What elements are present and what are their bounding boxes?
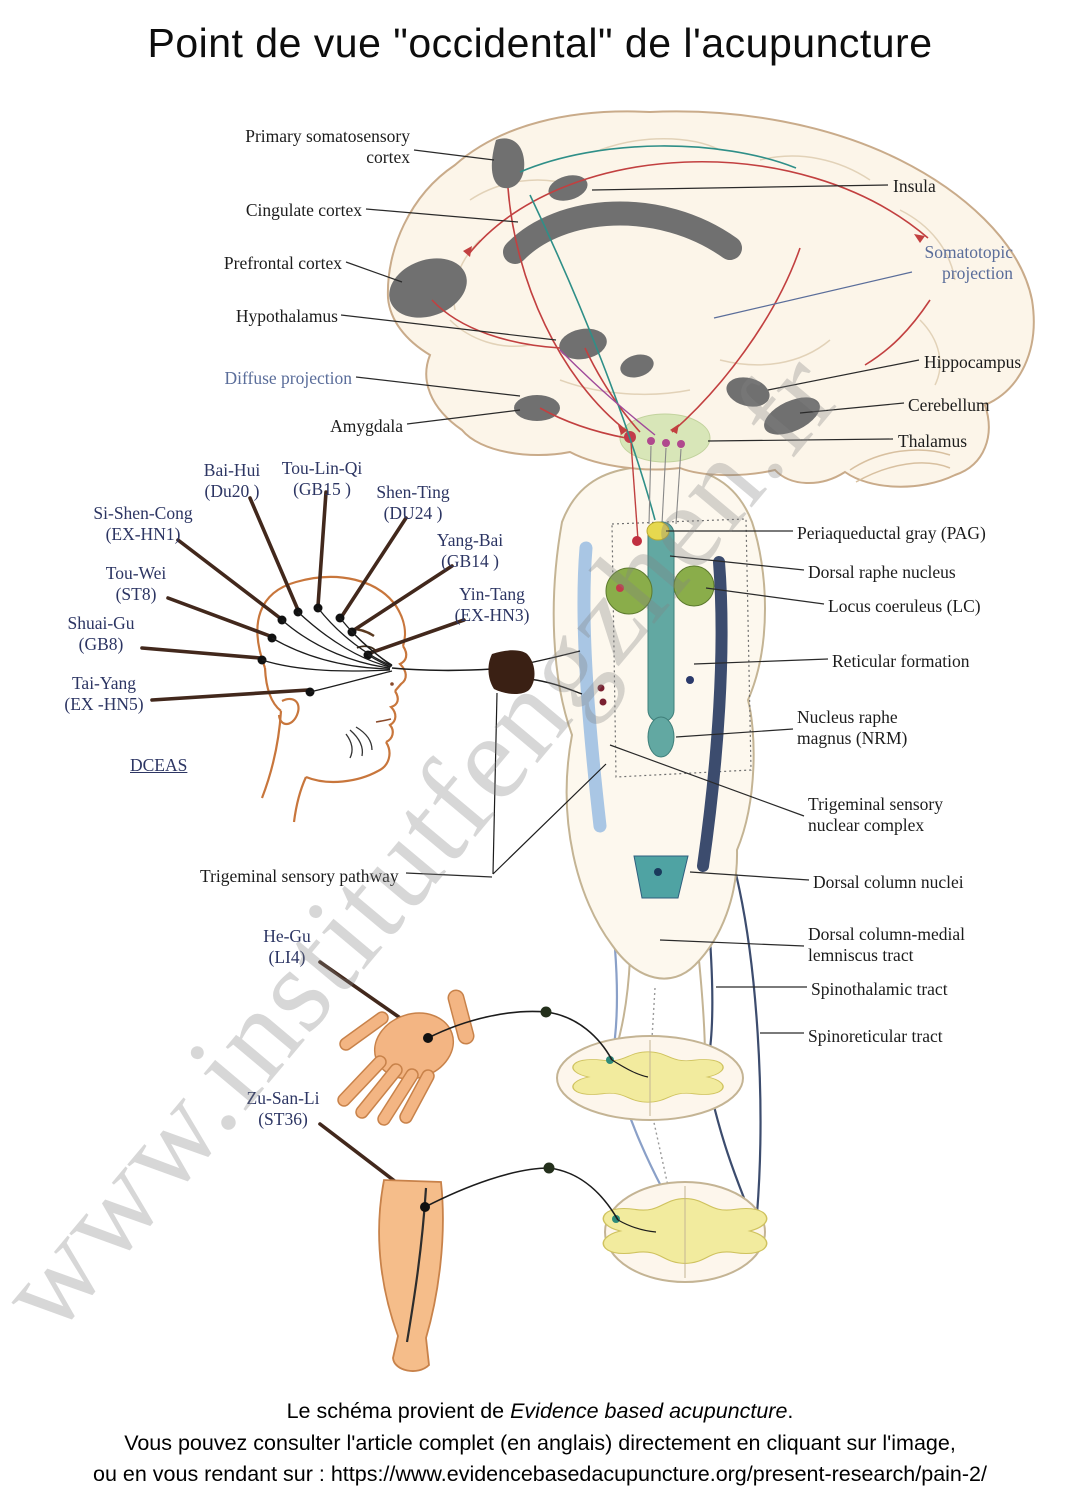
cingulate-region <box>503 201 742 264</box>
gyri-lines <box>449 138 956 483</box>
hand-illustration <box>337 989 475 1126</box>
raphe-column <box>647 521 675 723</box>
cerebellum-region <box>764 397 820 435</box>
left-green-nucleus <box>605 567 653 615</box>
spinal-cord-sections <box>556 1035 768 1283</box>
page-title: Point de vue "occidental" de l'acupunctu… <box>147 20 933 66</box>
leader-lines <box>340 149 920 1034</box>
right-green-nucleus <box>673 565 715 607</box>
article-url[interactable]: https://www.evidencebasedacupuncture.org… <box>330 1461 987 1486</box>
brain-outline <box>386 110 1035 488</box>
lemniscus-column <box>697 556 728 872</box>
ear <box>277 697 300 726</box>
nerve-whiskers <box>345 726 373 759</box>
spinothalamic-column <box>577 541 607 833</box>
brain-pathway-lines <box>431 145 931 521</box>
mouth <box>375 718 392 723</box>
hypothalamus-region <box>559 328 607 360</box>
thalamus-region <box>619 413 711 463</box>
afferent-connectors <box>420 1006 657 1233</box>
leg-illustration <box>378 1179 444 1372</box>
brainstem-structures <box>577 442 752 899</box>
caption-line-3: ou en vous rendant sur : https://www.evi… <box>93 1461 987 1486</box>
caption: Le schéma provient de Evidence based acu… <box>0 1396 1080 1490</box>
trigeminal-pathway <box>257 603 607 875</box>
subthalamic-region <box>620 354 654 378</box>
trigeminal-ganglion <box>488 650 535 695</box>
dorsal-column-nuclei-shape <box>633 855 689 899</box>
head-illustration <box>256 575 408 823</box>
acupuncture-needles <box>140 490 466 1207</box>
brain-gray-structures <box>389 138 820 435</box>
primary-somatosensory-region <box>491 138 525 189</box>
caption-line-2: Vous pouvez consulter l'article complet … <box>124 1430 956 1455</box>
nrm-nucleus <box>647 716 675 758</box>
pag-nucleus <box>646 521 670 541</box>
hippocampus-region <box>726 377 770 407</box>
caption-line-1: Le schéma provient de Evidence based acu… <box>286 1399 794 1424</box>
prefrontal-region <box>389 258 467 318</box>
amygdala-region <box>514 395 560 421</box>
caption-source-title: Evidence based acupuncture <box>510 1399 788 1424</box>
